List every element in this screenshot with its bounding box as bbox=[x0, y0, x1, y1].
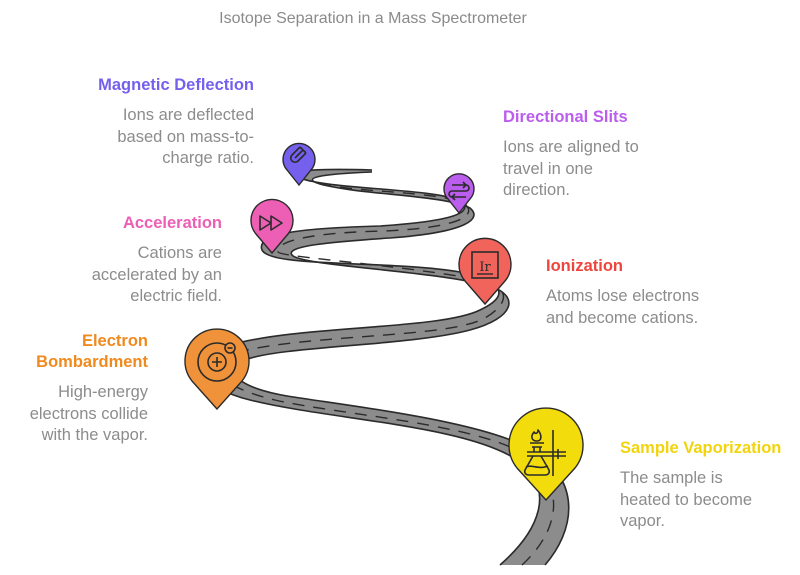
desc-line: vapor. bbox=[620, 512, 665, 530]
heading-line: Electron bbox=[81, 332, 148, 350]
step-description: Ions are aligned to travel in one direct… bbox=[503, 137, 703, 202]
pin-shape bbox=[250, 198, 294, 255]
swap-arrows-icon bbox=[448, 181, 470, 201]
desc-line: High-energy bbox=[58, 383, 148, 401]
step-description: Ions are deflected based on mass-to- cha… bbox=[54, 105, 254, 170]
desc-line: Ions are aligned to bbox=[503, 138, 639, 156]
diagram-title: Isotope Separation in a Mass Spectromete… bbox=[219, 10, 527, 27]
pin-directional-slits bbox=[443, 173, 475, 215]
step-description: Cations are accelerated by an electric f… bbox=[22, 243, 222, 308]
road-center-dashes bbox=[216, 180, 555, 566]
heading-line: Bombardment bbox=[36, 353, 148, 371]
pin-shape bbox=[508, 407, 584, 502]
bunsen-burner-flask-icon bbox=[523, 429, 566, 476]
desc-line: electrons collide bbox=[29, 404, 148, 423]
step-acceleration: Acceleration Cations are accelerated by … bbox=[22, 213, 222, 308]
desc-line: and become cations. bbox=[546, 308, 699, 327]
step-directional-slits: Directional Slits Ions are aligned to tr… bbox=[503, 107, 703, 202]
step-heading: Acceleration bbox=[122, 214, 222, 232]
step-sample-vaporization: Sample Vaporization The sample is heated… bbox=[620, 438, 800, 533]
desc-line: direction. bbox=[503, 181, 570, 199]
desc-line: based on mass-to- bbox=[117, 127, 254, 146]
desc-line: charge ratio. bbox=[162, 149, 254, 167]
desc-line: Cations are bbox=[137, 244, 222, 262]
step-heading: Sample Vaporization bbox=[620, 439, 782, 457]
step-magnetic-deflection: Magnetic Deflection Ions are deflected b… bbox=[54, 75, 254, 170]
element-ir-icon: Ir bbox=[479, 260, 491, 275]
desc-line: electric field. bbox=[130, 287, 222, 305]
atom-electron-icon bbox=[197, 342, 237, 382]
desc-line: Ions are deflected bbox=[122, 106, 254, 124]
pin-ionization: Ir bbox=[458, 237, 512, 306]
desc-line: The sample is bbox=[620, 469, 723, 487]
desc-line: accelerated by an bbox=[91, 265, 222, 284]
desc-line: heated to become bbox=[620, 490, 753, 509]
desc-line: with the vapor. bbox=[41, 426, 148, 444]
step-heading: Ionization bbox=[546, 257, 623, 275]
step-heading: Directional Slits bbox=[503, 108, 628, 126]
pin-magnetic-deflection bbox=[282, 142, 316, 187]
pin-electron-bombardment bbox=[184, 328, 250, 411]
desc-line: Atoms lose electrons bbox=[546, 287, 700, 305]
step-ionization: Ionization Atoms lose electrons and beco… bbox=[546, 256, 766, 329]
step-description: High-energy electrons collide with the v… bbox=[0, 382, 148, 447]
element-box bbox=[471, 251, 499, 279]
fast-forward-icon bbox=[259, 215, 283, 231]
step-heading: Magnetic Deflection bbox=[98, 76, 254, 94]
pin-acceleration bbox=[250, 198, 294, 255]
desc-line: travel in one bbox=[503, 159, 593, 178]
pin-shape bbox=[443, 173, 475, 215]
magnet-icon bbox=[289, 146, 307, 164]
pin-shape bbox=[282, 142, 316, 187]
step-electron-bombardment: Electron Bombardment High-energy electro… bbox=[0, 331, 148, 447]
step-description: The sample is heated to become vapor. bbox=[620, 468, 800, 533]
pin-sample-vaporization bbox=[508, 407, 584, 502]
step-heading: Electron Bombardment bbox=[0, 331, 148, 373]
step-description: Atoms lose electrons and become cations. bbox=[546, 286, 766, 329]
